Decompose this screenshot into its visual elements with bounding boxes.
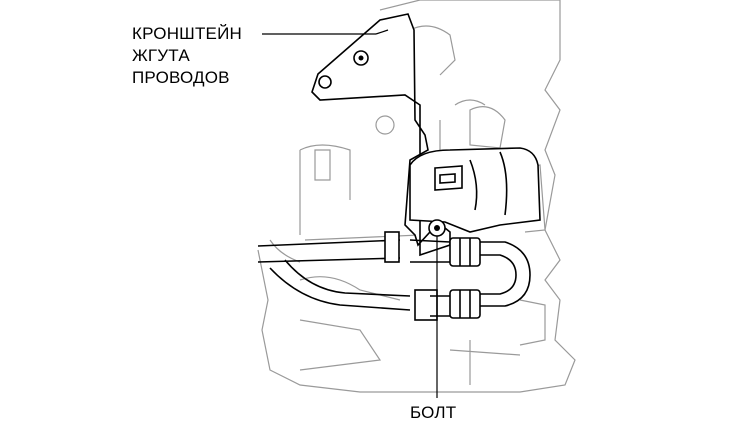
bracket-callout-label: КРОНШТЕЙН ЖГУТА ПРОВОДОВ [132,23,242,89]
bracket-label-line-3: ПРОВОДОВ [132,68,230,87]
connector-housing [409,147,541,233]
bracket-bolt-head [318,75,332,89]
pipes [257,231,531,321]
bracket-leader-tip [375,29,389,35]
bracket-label-line-2: ЖГУТА [132,46,190,65]
bolt-callout-label: БОЛТ [410,403,457,422]
bracket-label-line-1: КРОНШТЕЙН [132,24,242,43]
bolt [428,219,446,237]
